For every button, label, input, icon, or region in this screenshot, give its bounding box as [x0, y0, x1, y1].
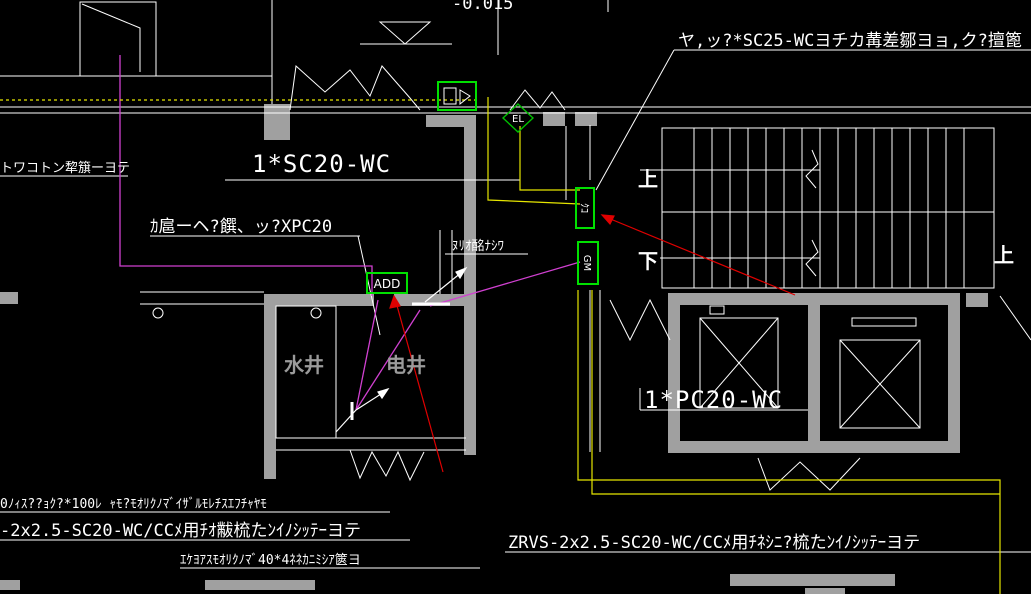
wall-segment [464, 115, 476, 455]
shutter-line [349, 449, 425, 482]
bottom-note-line2: -2x2.5-SC20-WC/CCﾒ用ﾁｵ黻梳たﾝｲﾉｼｯﾃｰヨテ [0, 521, 361, 541]
gm-panel-box [577, 241, 599, 285]
shutter-line [757, 457, 861, 491]
xpc20-note: ｶ扈ーヘ?饌、ッ?XPC20 [150, 217, 332, 237]
red-arrows [389, 214, 796, 473]
arrow-head [455, 266, 468, 280]
arrow-head [600, 214, 615, 226]
stair-down-mark: 下 [638, 249, 658, 273]
leader-line [357, 235, 381, 336]
add-device-box [366, 272, 408, 294]
equipment-mark [81, 3, 141, 72]
left-wire-note: トワコトン犂簱ーヨテ [0, 161, 130, 176]
wire-run [519, 126, 580, 191]
wall-segment [808, 293, 820, 453]
wall-segment [575, 112, 597, 126]
wire-run [591, 290, 1000, 495]
shutter-line [509, 89, 566, 111]
gm-panel-label: GM [581, 255, 592, 271]
wire-run [119, 55, 373, 296]
pc20-wc-label: 1*PC20-WC [644, 386, 783, 414]
wire-run [355, 299, 379, 411]
wall-segment [730, 574, 895, 586]
architecture-lines [0, 0, 1031, 569]
wire-run [429, 261, 581, 307]
arrow-head [377, 387, 390, 400]
devices: EL ADD ｸｺ GM [366, 81, 599, 294]
stair-up-mark: 上 [994, 243, 1014, 267]
shutter-line [609, 298, 671, 342]
wall-segment [426, 115, 476, 127]
stair-outline [661, 127, 995, 289]
wall-segment [205, 580, 315, 590]
wire-run [577, 290, 1001, 594]
wall-segment [948, 293, 960, 453]
panel-box-upper [575, 187, 595, 229]
panel-box-upper-label: ｸｺ [578, 203, 590, 213]
device-inner-icon [459, 89, 471, 106]
annotation-arrow [607, 217, 796, 296]
arrow-head [389, 294, 401, 309]
stair-break-mark [805, 149, 819, 189]
zrvs-wire-note: ZRVS-2x2.5-SC20-WC/CCﾒ用ﾁﾈｼﾆ?梳たﾝｲﾉｼｯﾃｰヨテ [508, 533, 920, 553]
equipment-box [79, 1, 157, 77]
wall-segment [805, 588, 845, 594]
wall-segment [0, 580, 20, 590]
wall-segment [543, 112, 565, 126]
sc25-wire-note: ヤ,ッ?*SC25-WCヨチカ冓差鄒ヨョ,ク?擅篦 [678, 31, 1022, 51]
wall-line [999, 295, 1031, 341]
rail-wheel [152, 307, 164, 319]
stairs [640, 127, 995, 289]
wall-segment [0, 292, 18, 304]
bottom-note-line3: ｴｹﾖｱｽﾓｵﾘｸﾉﾏﾞ40*4ﾈﾈｶﾆﾐｼｱ篋ヨ [180, 552, 361, 568]
elevation-label: -0.015 [452, 0, 513, 14]
bottom-note-line1: 0ﾉｨｽ??ｮｸ?*100ﾚ ｬﾓ?ﾓｵﾘｸﾉﾏﾞｲｻﾞﾙﾓﾚﾁｽｴﾌﾁｬﾔﾓ [0, 497, 267, 512]
wall-segment [264, 294, 276, 479]
device-inner-icon [443, 87, 457, 105]
wall-segment [668, 441, 818, 453]
elevator-cross [839, 339, 921, 429]
elevator-car [699, 317, 779, 409]
elevator-door [851, 317, 917, 327]
el-symbol-diamond [501, 103, 535, 133]
magenta-wiring [119, 55, 581, 411]
device-arrows [335, 266, 468, 433]
stair-up-mark: 上 [638, 167, 658, 191]
stair-break-mark [805, 239, 819, 277]
device-small-note: ﾇﾘｵ酩ﾅｼﾜ [452, 239, 504, 254]
shutter-line [289, 64, 421, 111]
annotation-arrow [395, 301, 444, 473]
electric-shaft-label: 电井 [386, 353, 426, 377]
wall-segment [668, 293, 680, 453]
wire-run [355, 309, 421, 411]
wall-segment [966, 293, 988, 307]
sc20-wc-label: 1*SC20-WC [252, 150, 391, 178]
device-arrow [424, 271, 463, 303]
wall-segment [264, 294, 374, 306]
leader-line [595, 49, 675, 191]
wall-segment [808, 441, 960, 453]
elevator-cross [699, 317, 779, 409]
rail-wheel [310, 307, 322, 319]
wall-pillar [264, 104, 290, 140]
water-shaft-label: 水井 [284, 353, 324, 377]
elevation-symbol [378, 21, 432, 45]
el-symbol-label: EL [512, 114, 524, 125]
wire-run [487, 97, 581, 205]
yellow-wiring [0, 97, 1001, 594]
elevator-door [709, 305, 725, 315]
elevator-car [839, 339, 921, 429]
add-device-label: ADD [374, 277, 401, 291]
device-box-top [437, 81, 477, 111]
